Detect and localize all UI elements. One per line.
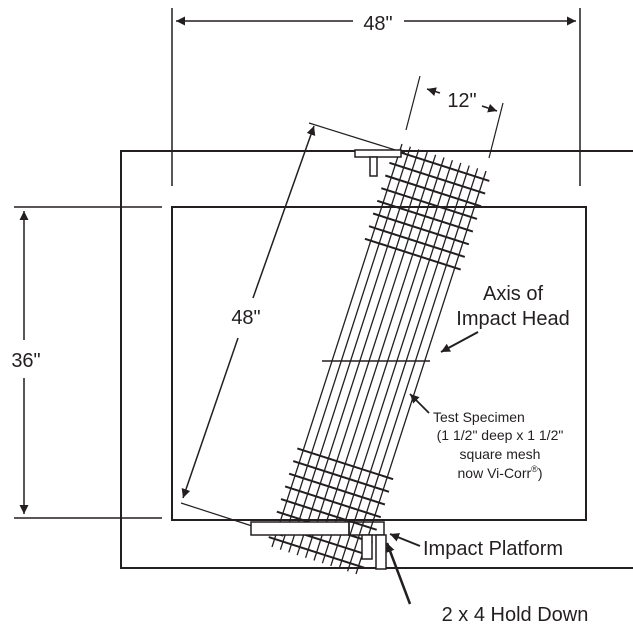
specimen-leader [409, 393, 430, 414]
hold-down-block [361, 534, 387, 570]
mesh-longitudinal-bar [313, 157, 445, 561]
axis-label-line1: Axis of [483, 283, 543, 305]
mesh-cross-bar [384, 174, 482, 208]
mesh-longitudinal-bar [296, 151, 428, 556]
mesh-cross-bar [372, 212, 470, 246]
mesh-cross-bar [389, 161, 486, 195]
inner-opening [171, 206, 587, 521]
mesh-longitudinal-bar [338, 165, 470, 569]
impact-platform-label: Impact Platform [423, 538, 563, 560]
mesh-cross-bar [280, 498, 378, 531]
mesh-width-label: 12" [447, 90, 476, 112]
specimen-length-label: 48" [231, 307, 260, 329]
mesh-cross-bar [364, 237, 462, 271]
mesh-cross-bar [368, 225, 466, 258]
bottom-fixture [250, 521, 385, 536]
mesh-cross-bar [376, 199, 474, 233]
mesh-longitudinal-bar [346, 168, 479, 572]
test-specimen-mesh [268, 143, 490, 575]
specimen-label-line4: now Vi-Corr®) [458, 464, 543, 481]
specimen-label-line3: square mesh [460, 446, 541, 462]
top-width-dimension: 48" [171, 8, 581, 186]
mesh-cross-bar [268, 536, 365, 569]
axis-leader [440, 331, 479, 353]
mesh-cross-bar [288, 472, 386, 506]
height-dimension: 36" [11, 206, 162, 519]
mesh-longitudinal-bar [355, 170, 487, 575]
platform-leader [389, 533, 421, 547]
mesh-cross-bar [296, 447, 394, 481]
specimen-label-line2: (1 1/2" deep x 1 1/2" [437, 427, 564, 443]
mesh-width-dimension: 12" [405, 75, 504, 159]
top-width-label: 48" [363, 13, 392, 35]
hold-down-label: 2 x 4 Hold Down [442, 604, 589, 626]
axis-label-line2: Impact Head [456, 308, 569, 330]
specimen-label-line1: Test Specimen [433, 409, 525, 425]
registered-mark: ® [531, 464, 538, 474]
top-clamp [354, 149, 402, 177]
mesh-longitudinal-bar [304, 154, 437, 558]
height-label: 36" [11, 350, 40, 372]
mesh-longitudinal-bar [271, 143, 403, 548]
mesh-cross-bar [393, 149, 490, 182]
outer-frame [120, 150, 633, 569]
mesh-cross-bar [380, 187, 478, 220]
holddown-leader [385, 542, 412, 605]
mesh-cross-bar [284, 485, 382, 519]
mesh-cross-bar [292, 460, 390, 493]
mesh-longitudinal-bar [288, 149, 420, 553]
mesh-longitudinal-bar [279, 146, 412, 550]
mesh-longitudinal-bar [330, 162, 462, 567]
